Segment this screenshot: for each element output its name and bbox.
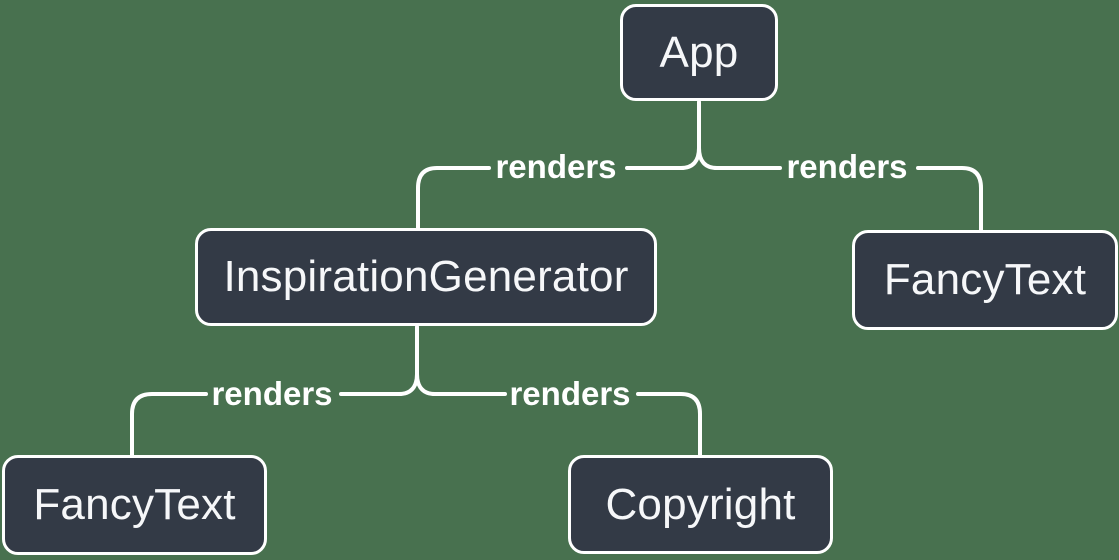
edge-inspiration-right-arm bbox=[415, 372, 507, 396]
edge-app-right-arm bbox=[697, 146, 782, 170]
edge-inspiration-copyright-corner bbox=[636, 392, 702, 458]
node-fancy-text-bottom: FancyText bbox=[2, 455, 267, 555]
edge-app-inspiration-corner bbox=[416, 166, 491, 231]
edge-app-left-arm bbox=[625, 146, 701, 170]
edge-app-fancytext-corner bbox=[916, 166, 983, 233]
node-copyright: Copyright bbox=[568, 455, 833, 554]
edge-label-app-inspiration: renders bbox=[495, 148, 617, 185]
edge-label-app-fancytext: renders bbox=[786, 148, 908, 185]
edge-label-inspiration-copyright: renders bbox=[509, 375, 631, 412]
edge-inspiration-left-arm bbox=[339, 372, 419, 396]
node-fancy-text-top: FancyText bbox=[852, 230, 1118, 330]
edge-label-inspiration-fancytext: renders bbox=[211, 375, 333, 412]
node-inspiration-generator: InspirationGenerator bbox=[195, 228, 657, 326]
node-app: App bbox=[620, 4, 778, 101]
edge-inspiration-fancytext-corner bbox=[130, 392, 208, 458]
